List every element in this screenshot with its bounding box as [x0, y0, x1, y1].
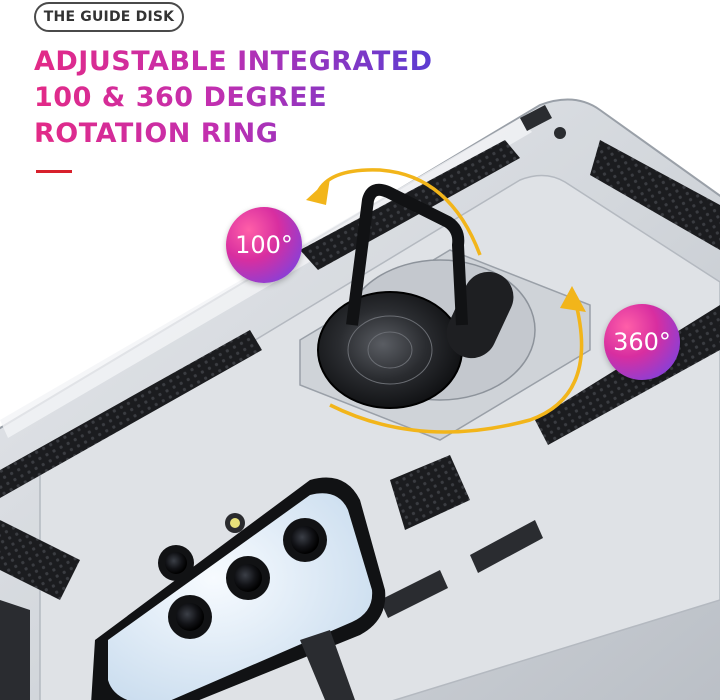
- headline-line-3: ROTATION RING: [34, 116, 433, 152]
- grip-strip-lowerright: [390, 455, 470, 530]
- kickstand-ring: [346, 183, 468, 326]
- side-button: [470, 520, 543, 573]
- corner-screw: [554, 127, 566, 139]
- badge-360-label: 360°: [613, 328, 671, 356]
- accent-divider: [36, 170, 72, 173]
- rotation-arrow-360: [329, 299, 584, 434]
- case-bottom-corner: [300, 630, 355, 700]
- brand-tag: THE GUIDE DISK: [34, 2, 184, 32]
- rotation-disk: [317, 291, 463, 409]
- side-button: [520, 105, 552, 131]
- headline: ADJUSTABLE INTEGRATED 100 & 360 DEGREE R…: [34, 44, 433, 152]
- badge-100-degree: 100°: [226, 207, 302, 283]
- badge-360-degree: 360°: [604, 304, 680, 380]
- grip-strip-left: [0, 330, 262, 498]
- grip-strip-lowerleft: [0, 520, 80, 600]
- side-button: [380, 570, 448, 618]
- headline-line-1: ADJUSTABLE INTEGRATED: [34, 44, 433, 80]
- rotation-arrow-100: [316, 168, 482, 256]
- brand-tag-label: THE GUIDE DISK: [43, 9, 175, 25]
- badge-100-label: 100°: [235, 231, 293, 259]
- grip-strip-topright: [590, 140, 720, 250]
- headline-line-2: 100 & 360 DEGREE: [34, 80, 433, 116]
